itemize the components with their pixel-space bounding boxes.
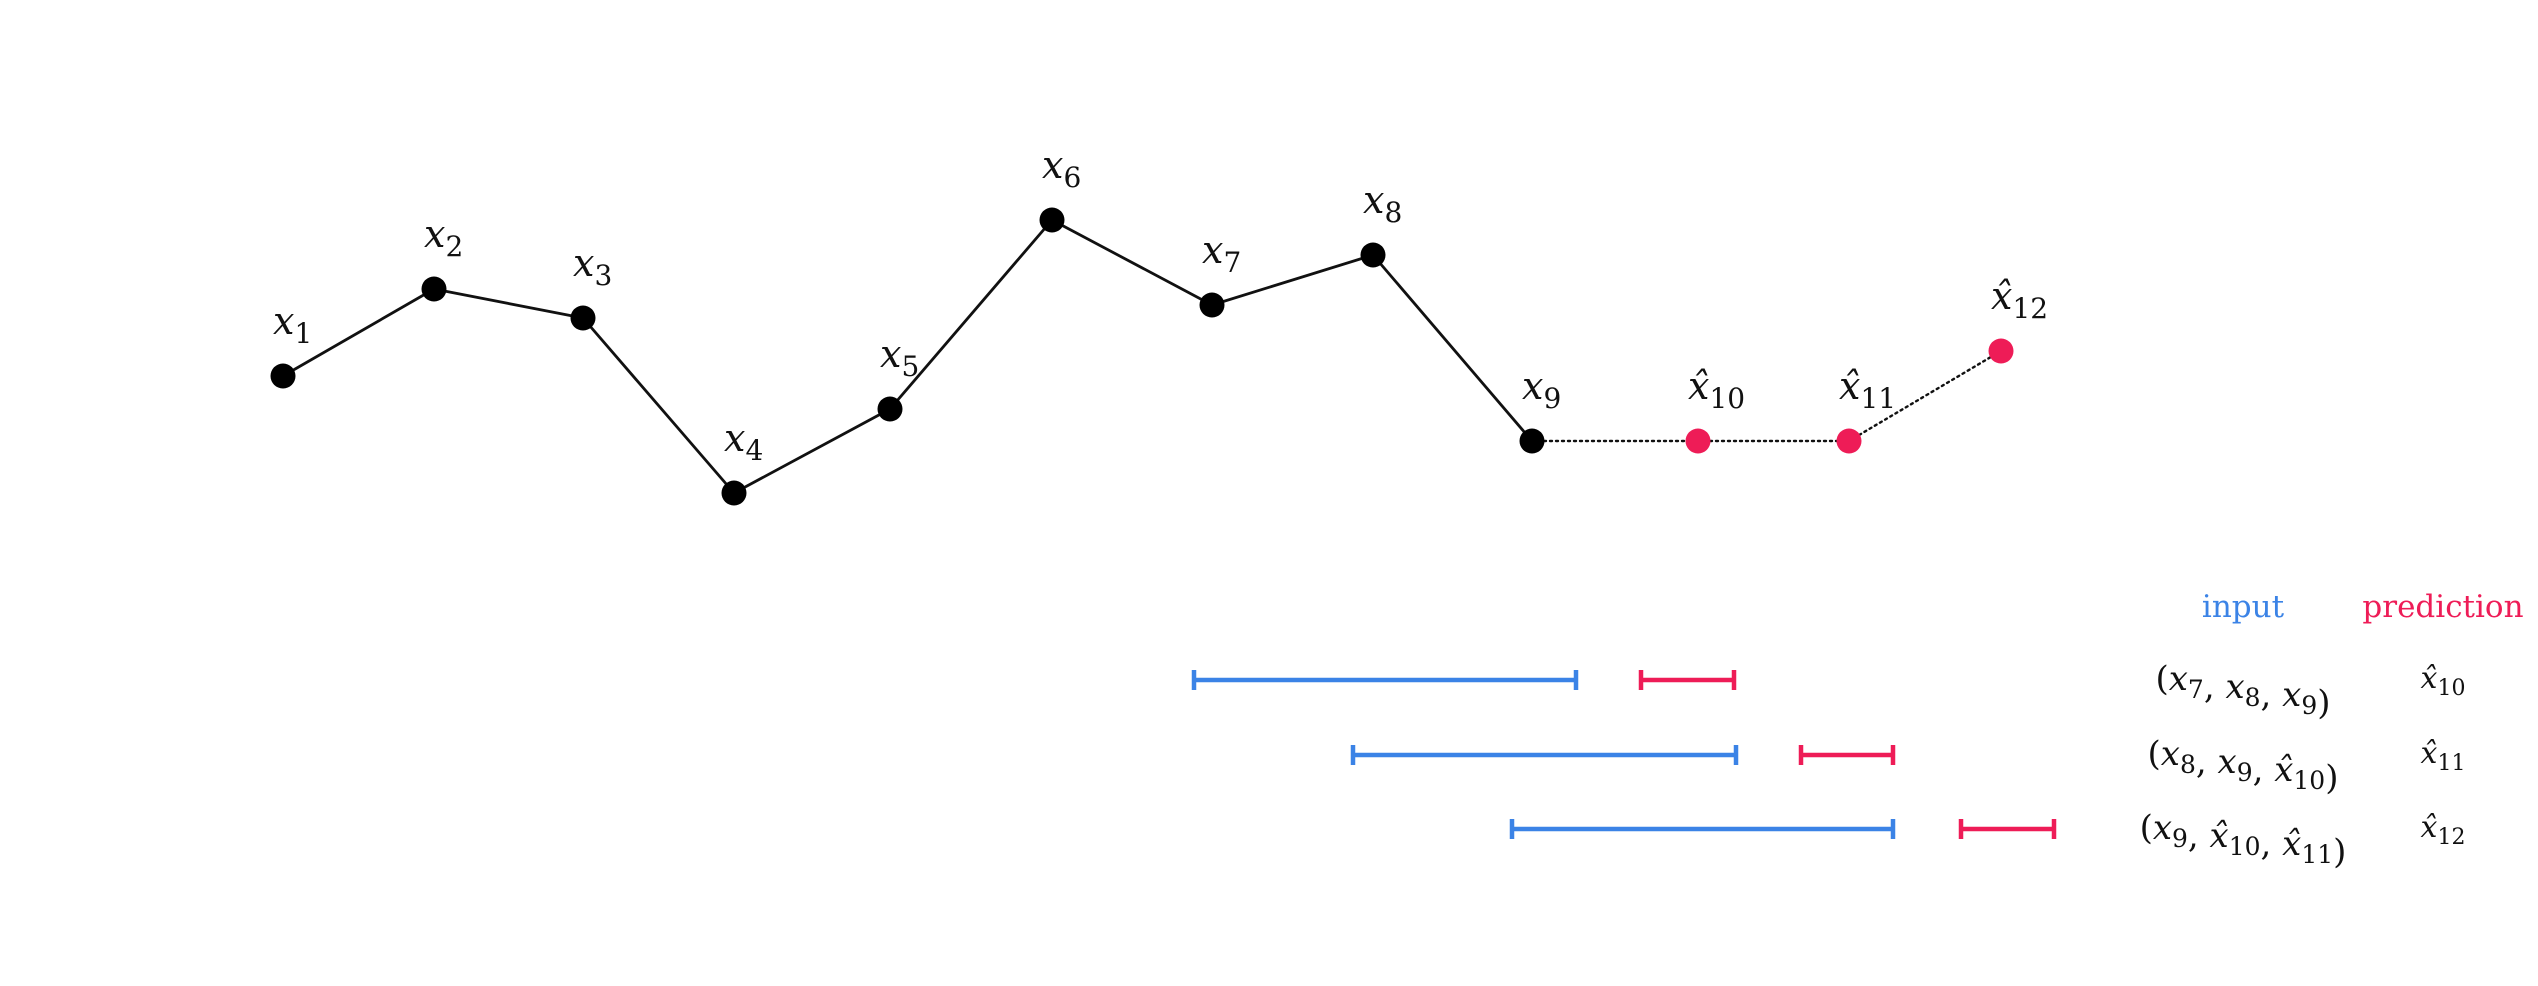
series-segment — [581, 316, 736, 495]
prediction-window-bar-1 — [1638, 670, 1737, 690]
point-label-x1: x1 — [273, 299, 312, 350]
series-lines — [281, 218, 2003, 495]
observed-point-x8 — [1360, 242, 1386, 268]
point-label-x7: x7 — [1202, 228, 1241, 279]
input-window-bar-1 — [1191, 670, 1579, 690]
input-tuple-2: (x8, x9, x̂10) — [2148, 734, 2339, 798]
predicted-point-x11 — [1836, 428, 1862, 454]
prediction-header: prediction — [2362, 589, 2523, 625]
series-labels: x1 x2 x3 x4 x5 x6 x7 x8 x9 x̂10 x̂11 x̂12 — [273, 143, 2048, 467]
predicted-point-x10 — [1685, 428, 1711, 454]
dotted-segment — [1847, 349, 2003, 443]
series-points — [270, 207, 2014, 506]
series-segment — [281, 287, 436, 378]
series-segment — [1210, 253, 1375, 307]
prediction-value-3: x̂12 — [2421, 810, 2466, 850]
point-label-x6: x6 — [1042, 143, 1081, 194]
point-label-x12: x̂12 — [1991, 274, 2048, 325]
point-label-x3: x3 — [573, 241, 612, 292]
input-header: input — [2202, 589, 2285, 625]
observed-point-x7 — [1199, 292, 1225, 318]
window-bars — [1191, 670, 2057, 839]
table-rows: (x7, x8, x9) x̂10 (x8, x9, x̂10) x̂11 (x9, x… — [2140, 659, 2466, 872]
observed-point-x9 — [1519, 428, 1545, 454]
point-label-x5: x5 — [880, 332, 919, 383]
observed-point-x1 — [270, 363, 296, 389]
input-tuple-1: (x7, x8, x9) — [2155, 659, 2330, 723]
prediction-value-1: x̂10 — [2421, 661, 2466, 701]
prediction-window-bar-3 — [1958, 819, 2057, 839]
series-segment — [1371, 253, 1534, 443]
series-segment — [732, 407, 892, 495]
point-label-x8: x8 — [1363, 178, 1402, 229]
predicted-point-x12 — [1988, 338, 2014, 364]
point-label-x11: x̂11 — [1839, 364, 1896, 415]
observed-point-x5 — [877, 396, 903, 422]
input-window-bar-3 — [1509, 819, 1896, 839]
series-segment — [1050, 218, 1214, 307]
point-label-x9: x9 — [1522, 364, 1561, 415]
input-window-bar-2 — [1350, 745, 1739, 765]
input-tuple-3: (x9, x̂10, x̂11) — [2140, 808, 2347, 872]
observed-point-x6 — [1039, 207, 1065, 233]
observed-point-x4 — [721, 480, 747, 506]
point-label-x4: x4 — [724, 416, 763, 467]
series-segment — [432, 287, 585, 320]
point-label-x10: x̂10 — [1688, 364, 1745, 415]
prediction-window-bar-2 — [1798, 745, 1896, 765]
series-segment — [888, 218, 1054, 411]
point-label-x2: x2 — [424, 212, 463, 263]
prediction-value-2: x̂11 — [2421, 736, 2466, 776]
observed-point-x2 — [421, 276, 447, 302]
observed-point-x3 — [570, 305, 596, 331]
